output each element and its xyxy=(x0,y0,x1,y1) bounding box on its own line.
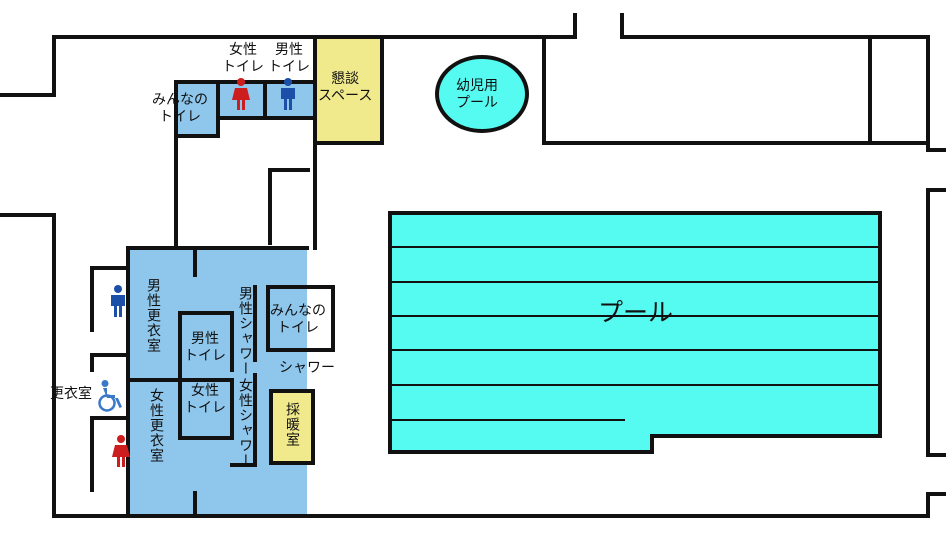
warming-room-fill xyxy=(271,391,313,463)
label-mens-toilet-mid: 男性 トイレ xyxy=(184,331,226,364)
label-warming-room: 採暖室 xyxy=(284,402,300,447)
lounge-fill xyxy=(315,38,382,143)
wheelchair-icon xyxy=(98,380,122,412)
label-pool: プール xyxy=(598,298,674,327)
label-womens-changing-room: 女性更衣室 xyxy=(148,388,164,463)
label-kiddie-pool: 幼児用 プール xyxy=(456,78,498,111)
female-person-icon xyxy=(232,78,250,110)
label-lounge: 懇談 スペース xyxy=(318,71,373,104)
male-person-icon xyxy=(111,285,125,317)
label-mens-shower: 男性シャワー xyxy=(237,286,253,376)
label-mens-toilet-top: 男性 トイレ xyxy=(268,42,310,75)
kiddie-pool-shape xyxy=(437,57,527,131)
main-pool-shape xyxy=(390,213,880,452)
label-mens-changing-room: 男性更衣室 xyxy=(145,278,161,353)
female-person-icon xyxy=(112,435,130,467)
male-person-icon xyxy=(281,78,295,110)
label-changing-room: 更衣室 xyxy=(50,386,92,402)
label-multipurpose-toilet-mid: みんなの トイレ xyxy=(270,303,326,336)
label-womens-toilet-top: 女性 トイレ xyxy=(222,42,264,75)
label-womens-toilet-mid: 女性 トイレ xyxy=(184,383,226,416)
label-womens-shower: 女性シャワー xyxy=(237,378,253,468)
multipurpose-toilet-top-fill xyxy=(176,82,218,136)
label-multipurpose-toilet-top: みんなの トイレ xyxy=(152,92,208,125)
label-shower: シャワー xyxy=(279,360,335,376)
